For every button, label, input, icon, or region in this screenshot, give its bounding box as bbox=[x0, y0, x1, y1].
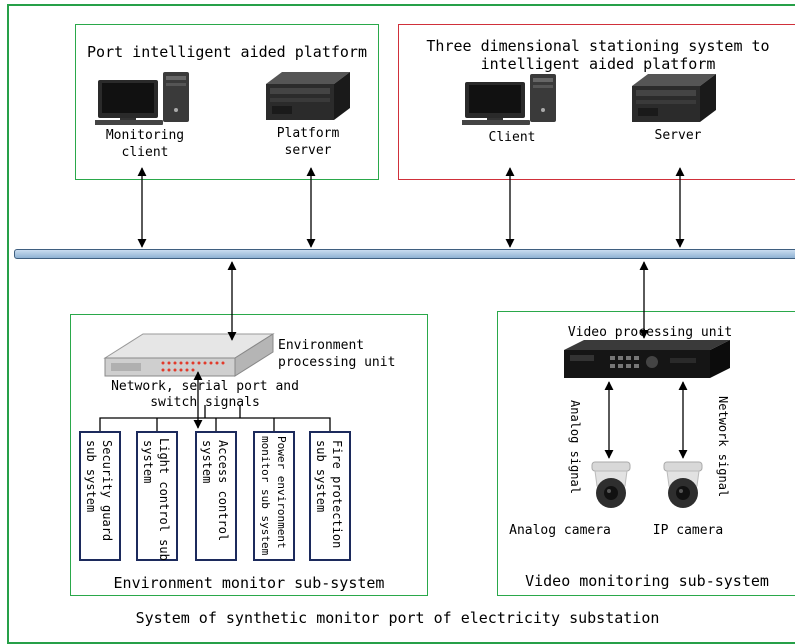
access-control-subsystem bbox=[195, 431, 237, 561]
power-environment-label-line2: monitor sub system bbox=[259, 436, 272, 556]
platform-server-label-line1: Platform bbox=[276, 126, 340, 141]
video-processing-unit-icon bbox=[560, 340, 736, 382]
power-environment-label-line1: Power environment bbox=[275, 436, 288, 549]
monitoring-client-label-line1: Monitoring bbox=[105, 128, 185, 143]
platform-server-icon bbox=[262, 70, 354, 122]
ip-camera-label: IP camera bbox=[652, 523, 724, 538]
signal-bus-line bbox=[99, 417, 331, 431]
video-unit-label: Video processing unit bbox=[567, 325, 733, 340]
ip-camera-icon bbox=[662, 460, 704, 510]
fire-protection-label-line1: Fire protection bbox=[330, 440, 344, 549]
access-control-label-line2: system bbox=[200, 440, 214, 484]
stationing-system-title-line2: intelligent aided platform bbox=[480, 55, 716, 73]
security-guard-label-line1: Security guard bbox=[100, 440, 114, 542]
monitoring-client-label-line2: client bbox=[121, 145, 169, 160]
port-platform-title: Port intelligent aided platform bbox=[87, 43, 367, 61]
security-guard-subsystem bbox=[79, 431, 121, 561]
signals-label-line1: Network, serial port and bbox=[111, 379, 299, 394]
security-guard-label-line2: sub system bbox=[84, 440, 98, 513]
stationing-system-title-line1: Three dimensional stationing system to bbox=[426, 37, 770, 55]
analog-camera-label: Analog camera bbox=[509, 523, 611, 538]
light-control-label-line1: Light control sub bbox=[157, 438, 171, 561]
server-icon bbox=[628, 72, 720, 124]
monitoring-client-computer-icon bbox=[93, 70, 195, 125]
client-computer-icon bbox=[460, 72, 562, 127]
light-control-subsystem bbox=[136, 431, 178, 561]
diagram-caption: System of synthetic monitor port of elec… bbox=[135, 609, 660, 627]
signals-label-line2: switch signals bbox=[150, 395, 260, 410]
platform-server-label-line2: server bbox=[284, 143, 332, 158]
network-bus bbox=[14, 249, 795, 259]
stationing-system-box bbox=[398, 24, 795, 180]
light-control-label-line2: system bbox=[141, 440, 155, 484]
environment-subsystem-title: Environment monitor sub-system bbox=[113, 574, 385, 592]
environment-unit-label-line1: Environment bbox=[278, 338, 365, 353]
analog-signal-label: Analog signal bbox=[568, 400, 582, 494]
environment-unit-label-line2: processing unit bbox=[278, 355, 396, 370]
access-control-label-line1: Access control bbox=[216, 440, 230, 542]
server-label: Server bbox=[654, 128, 702, 143]
video-subsystem-title: Video monitoring sub-system bbox=[525, 572, 769, 590]
analog-camera-icon bbox=[590, 460, 632, 510]
client-label: Client bbox=[488, 130, 536, 145]
network-signal-label: Network signal bbox=[716, 396, 730, 498]
power-environment-subsystem bbox=[253, 431, 295, 561]
fire-protection-label-line2: sub system bbox=[314, 440, 328, 513]
fire-protection-subsystem bbox=[309, 431, 351, 561]
